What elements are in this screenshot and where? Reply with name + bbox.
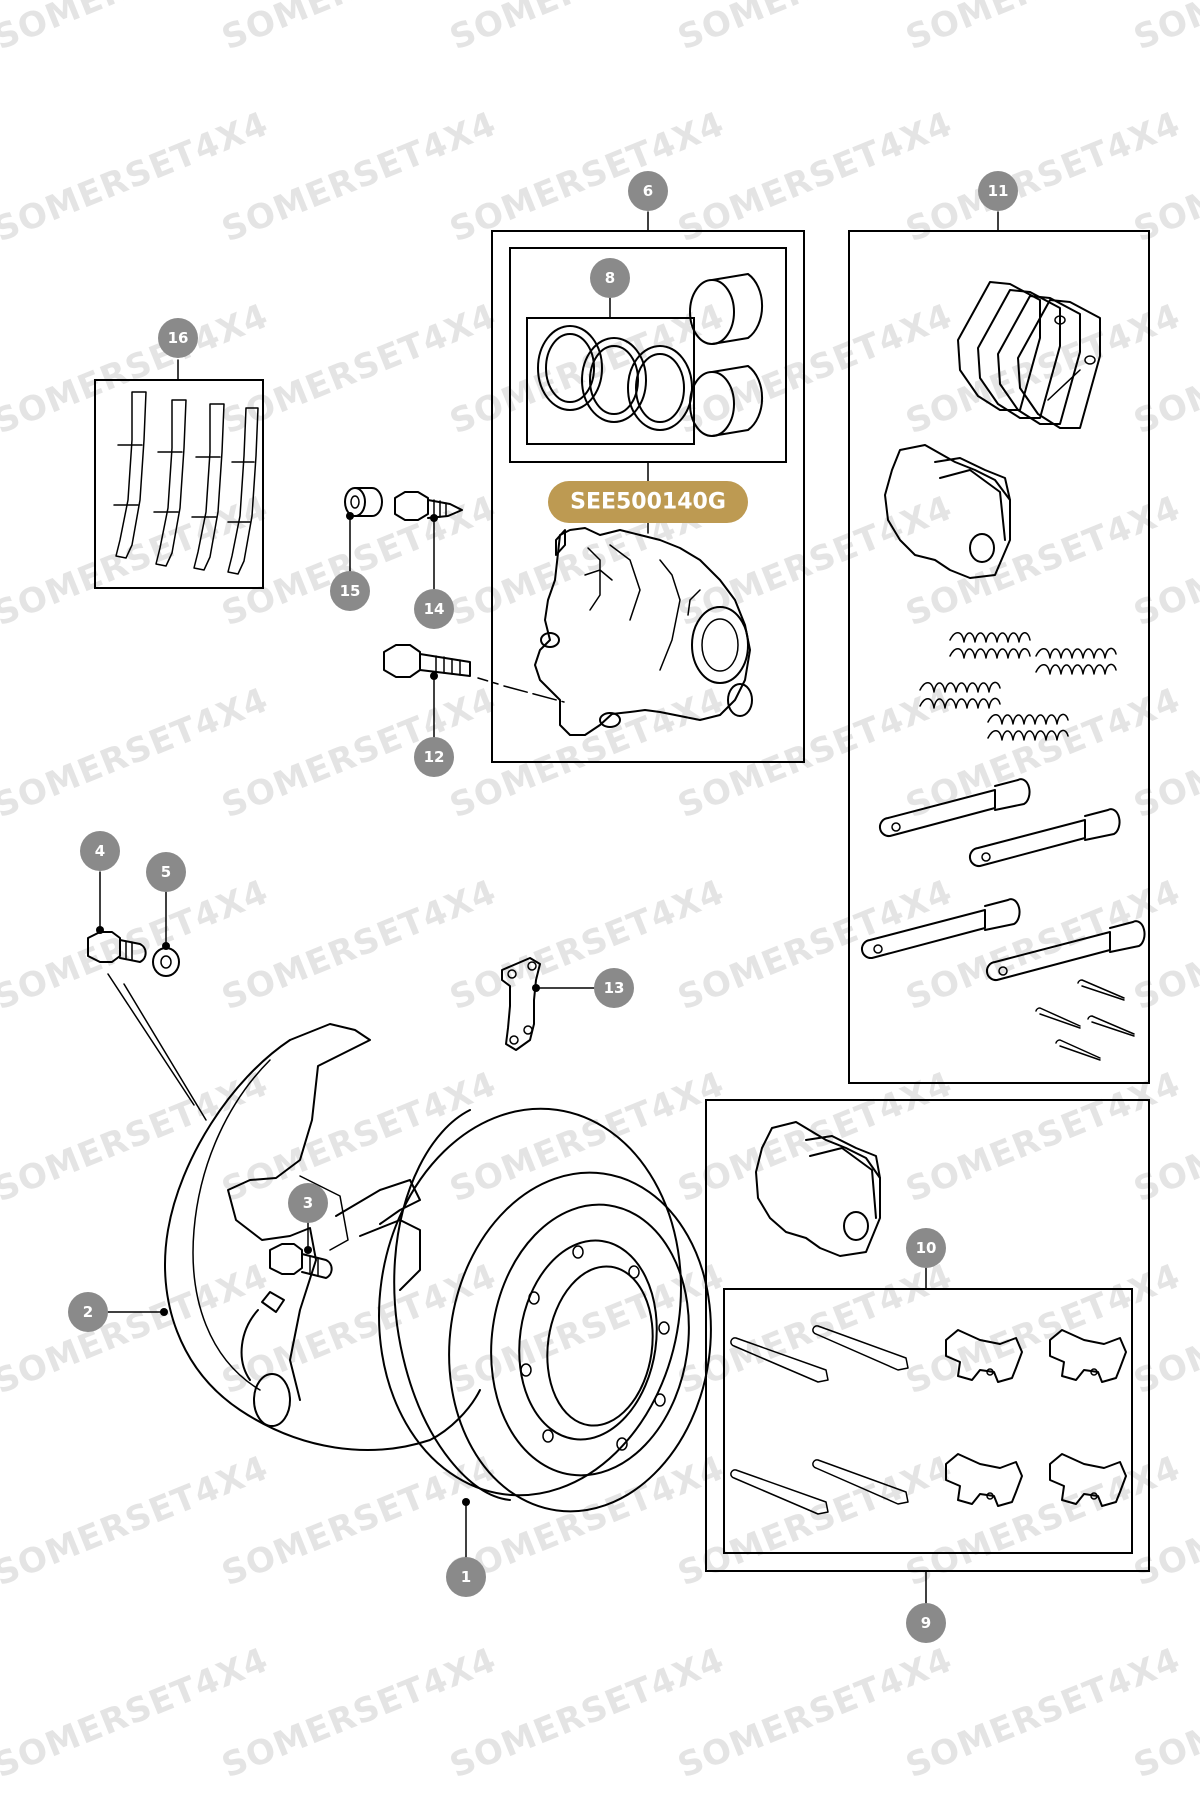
callout-15-label: 15 [340, 582, 361, 600]
callout-14[interactable]: 14 [414, 589, 454, 629]
callout-5[interactable]: 5 [146, 852, 186, 892]
callout-9-label: 9 [921, 1614, 931, 1632]
callout-13-label: 13 [604, 979, 625, 997]
watermark-text: SOMERSET4X4 [1128, 0, 1200, 58]
callout-10[interactable]: 10 [906, 1228, 946, 1268]
callout-2-label: 2 [83, 1303, 93, 1321]
retaining-pins [861, 778, 1146, 982]
callout-16-label: 16 [168, 329, 189, 347]
leader-lines [96, 211, 999, 1605]
callout-15[interactable]: 15 [330, 571, 370, 611]
part-1-brake-disc [378, 1107, 712, 1513]
callout-3-label: 3 [303, 1194, 313, 1212]
part-10-fitting-kit [730, 1325, 1127, 1515]
anti-rattle-springs [919, 632, 1117, 741]
part-14-bleed-screw [394, 491, 463, 521]
reference-badge-label: SEE500140G [570, 490, 726, 515]
callout-5-label: 5 [161, 863, 171, 881]
callout-12-label: 12 [424, 748, 445, 766]
callout-16[interactable]: 16 [158, 318, 198, 358]
part-15-bushing [344, 487, 383, 517]
callout-6[interactable]: 6 [628, 171, 668, 211]
part-6-caliper-assembly [491, 230, 805, 763]
callout-1[interactable]: 1 [446, 1557, 486, 1597]
part-11-pad-kit [848, 230, 1150, 1084]
part-16-clip-kit [94, 379, 264, 589]
split-pins [1035, 979, 1135, 1061]
callout-4[interactable]: 4 [80, 831, 120, 871]
reference-badge[interactable]: SEE500140G [548, 481, 748, 523]
part-3-screw [269, 1243, 333, 1279]
callout-13[interactable]: 13 [594, 968, 634, 1008]
callout-9[interactable]: 9 [906, 1603, 946, 1643]
callout-4-label: 4 [95, 842, 105, 860]
callout-8-label: 8 [605, 269, 615, 287]
part-4-bolt [87, 931, 147, 963]
part-12-caliper-bolt [383, 644, 565, 703]
callout-8[interactable]: 8 [590, 258, 630, 298]
callout-3[interactable]: 3 [288, 1183, 328, 1223]
part-2-dust-shield [164, 1023, 481, 1451]
callout-10-label: 10 [916, 1239, 937, 1257]
part-13-bracket [501, 957, 541, 1051]
callout-14-label: 14 [424, 600, 445, 618]
part-9-pad-set [705, 1099, 1150, 1572]
callout-11-label: 11 [988, 182, 1009, 200]
callout-11[interactable]: 11 [978, 171, 1018, 211]
callout-1-label: 1 [461, 1568, 471, 1586]
callout-12[interactable]: 12 [414, 737, 454, 777]
callout-6-label: 6 [643, 182, 653, 200]
callout-2[interactable]: 2 [68, 1292, 108, 1332]
